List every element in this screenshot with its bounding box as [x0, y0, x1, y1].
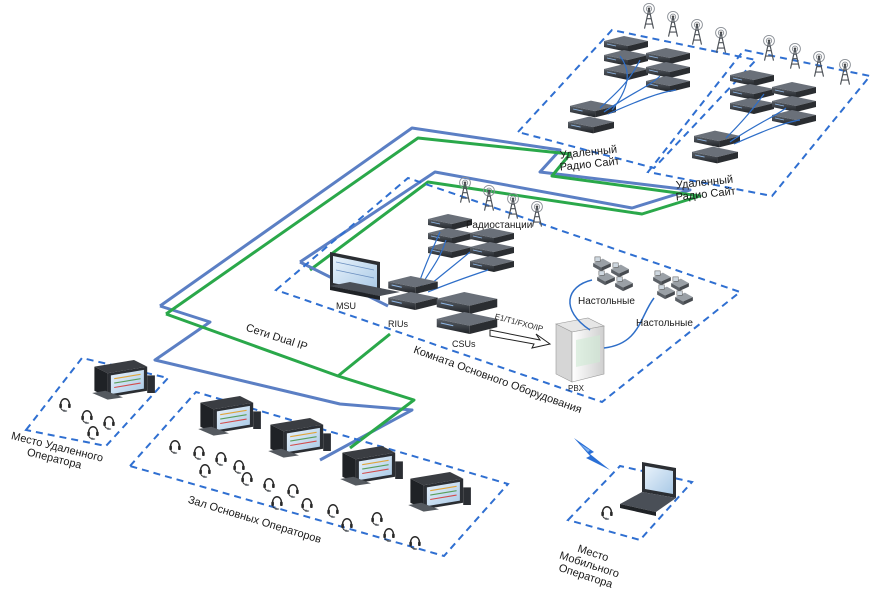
mobile-operator-position — [574, 438, 676, 520]
desk-phones-label-2: Настольные — [636, 318, 693, 329]
mobile-operator-zone — [566, 464, 694, 542]
radio-tower-icon — [506, 192, 520, 220]
desk-phone-icon — [652, 270, 694, 306]
pbx-cabinet-icon — [555, 317, 605, 383]
headset-icon — [58, 398, 72, 412]
headset-icon — [600, 506, 614, 520]
remote-site-1 — [568, 2, 728, 134]
console-icon — [91, 360, 156, 401]
radio-tower-icon — [788, 42, 802, 70]
blue-ip-link-down — [153, 304, 414, 462]
main-equipment-room — [330, 176, 694, 383]
laptop-icon — [330, 252, 400, 300]
radio-tower-icon — [714, 26, 728, 54]
radio-tower-icon — [642, 2, 656, 30]
csu-devices — [436, 292, 498, 334]
server-stack-icon — [692, 70, 816, 164]
remote-site-2 — [692, 34, 852, 164]
green-ip-link-down — [165, 312, 416, 450]
headset-icon — [102, 416, 116, 430]
radio-tower-icon — [666, 10, 680, 38]
remote-operator-position — [58, 360, 156, 440]
green-ip-link-room — [337, 332, 391, 378]
lightning-icon — [574, 438, 610, 470]
radio-tower-icon — [530, 200, 544, 228]
desk-phones-label-1: Настольные — [578, 296, 635, 307]
riu-devices — [388, 276, 438, 310]
radio-tower-icon — [690, 18, 704, 46]
server-stack-icon — [568, 36, 690, 134]
console-icon — [339, 446, 404, 487]
remote-operator-zone — [24, 356, 170, 448]
e1-link-arrow — [489, 329, 552, 349]
pbx-label: PBX — [568, 384, 585, 393]
console-icon — [267, 418, 332, 459]
laptop-icon — [620, 462, 676, 516]
radio-stations-label: Радиостанции — [466, 220, 533, 231]
csus-label: CSUs — [452, 339, 476, 349]
msu-label: MSU — [336, 301, 356, 311]
desk-phone-icon — [592, 256, 634, 292]
remote-site-2-zone — [646, 48, 872, 198]
radio-tower-icon — [458, 176, 472, 204]
zones — [24, 28, 872, 558]
rius-label: RIUs — [388, 319, 408, 329]
console-icon — [407, 472, 472, 513]
main-operators-hall — [168, 396, 472, 550]
radio-tower-icon — [838, 58, 852, 86]
headset-icon — [80, 410, 94, 424]
radio-tower-icon — [762, 34, 776, 62]
main-operators-hall-zone — [128, 390, 510, 558]
radio-tower-icon — [812, 50, 826, 78]
remote-site-1-zone — [516, 28, 758, 170]
headset-icon — [86, 426, 100, 440]
console-icon — [197, 396, 262, 437]
